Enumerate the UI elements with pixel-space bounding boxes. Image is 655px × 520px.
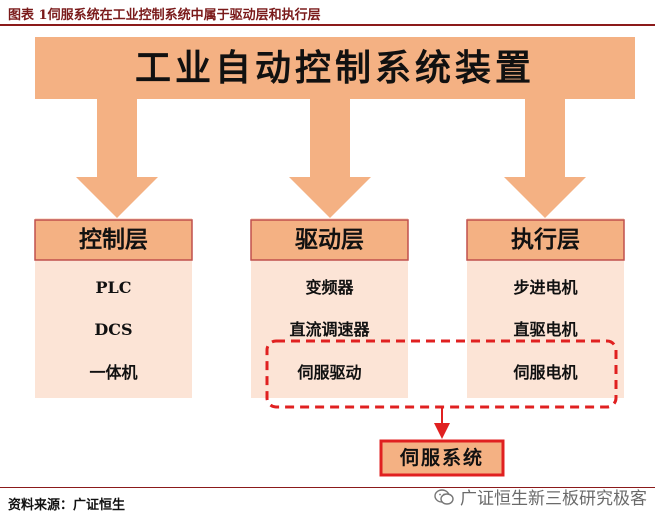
watermark: 广证恒生新三板研究极客 [434,484,647,509]
figure-caption: 图表 1伺服系统在工业控制系统中属于驱动层和执行层 [8,8,321,23]
drive-item: 伺服驱动 [297,363,362,382]
drive-header [250,219,409,261]
execute-item: 伺服电机 [513,363,578,382]
drive-item: 变频器 [305,278,354,297]
arrow-to-execute [504,99,586,218]
arrow-to-drive [289,99,371,218]
watermark-text: 广证恒生新三板研究极客 [460,489,647,509]
servo-box [379,439,505,477]
servo-box-label: 伺服系统 [399,447,484,469]
control-item: PLC [95,278,132,297]
control-header [34,219,193,261]
execute-header [466,219,625,261]
top-box-label: 工业自动控制系统装置 [134,47,535,89]
control-layer-title: 控制层 [79,226,148,253]
execute-item: 步进电机 [513,278,578,297]
wechat-icon [434,488,454,505]
control-item: 一体机 [89,363,138,382]
top-box [35,37,635,99]
source-note: 资料来源：广证恒生 [8,498,126,513]
drive-item: 直流调速器 [289,320,370,339]
top-rule [0,24,655,26]
execute-layer-title: 执行层 [511,226,580,253]
execute-item: 直驱电机 [513,320,578,339]
drive-layer-title: 驱动层 [295,226,364,253]
arrow-to-control [76,99,158,218]
bottom-rule [0,487,655,488]
control-item: DCS [94,320,133,339]
